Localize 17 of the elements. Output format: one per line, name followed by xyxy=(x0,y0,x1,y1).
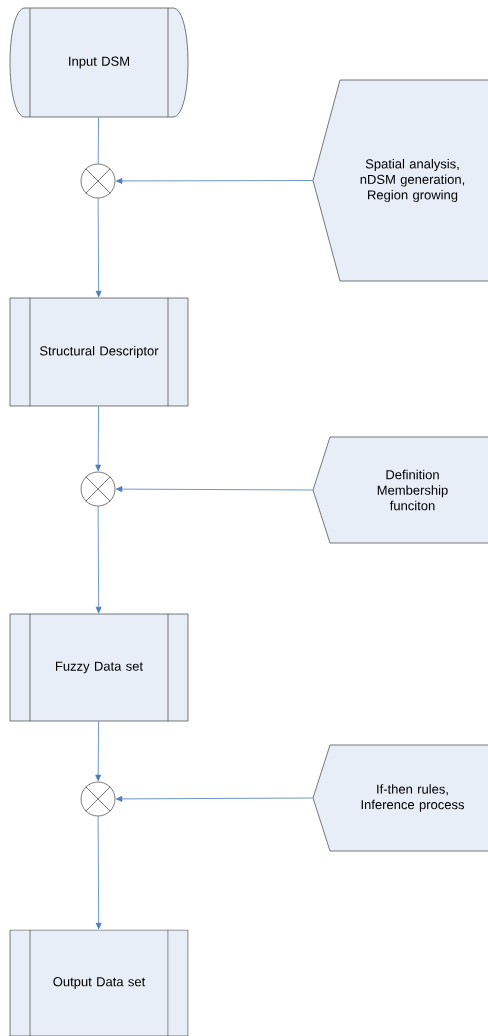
arrow xyxy=(115,796,314,802)
process-box: Output Data set xyxy=(9,929,189,1036)
process-box: Structural Descriptor xyxy=(9,297,189,407)
process-box: Fuzzy Data set xyxy=(9,613,189,722)
arrow xyxy=(95,405,102,472)
arrow xyxy=(95,720,102,782)
summing-junction xyxy=(80,781,116,817)
arrow xyxy=(95,815,102,930)
summing-junction xyxy=(80,163,116,199)
arrow xyxy=(115,178,314,184)
arrow xyxy=(95,505,102,614)
arrow xyxy=(115,486,314,492)
pentagon-box: Definition Membership funciton xyxy=(312,436,488,544)
pentagon-box: Spatial analysis, nDSM generation, Region growing xyxy=(312,79,488,282)
summing-junction xyxy=(80,471,116,507)
arrow xyxy=(95,197,102,298)
pentagon-box: If-then rules, Inference process xyxy=(312,744,488,852)
